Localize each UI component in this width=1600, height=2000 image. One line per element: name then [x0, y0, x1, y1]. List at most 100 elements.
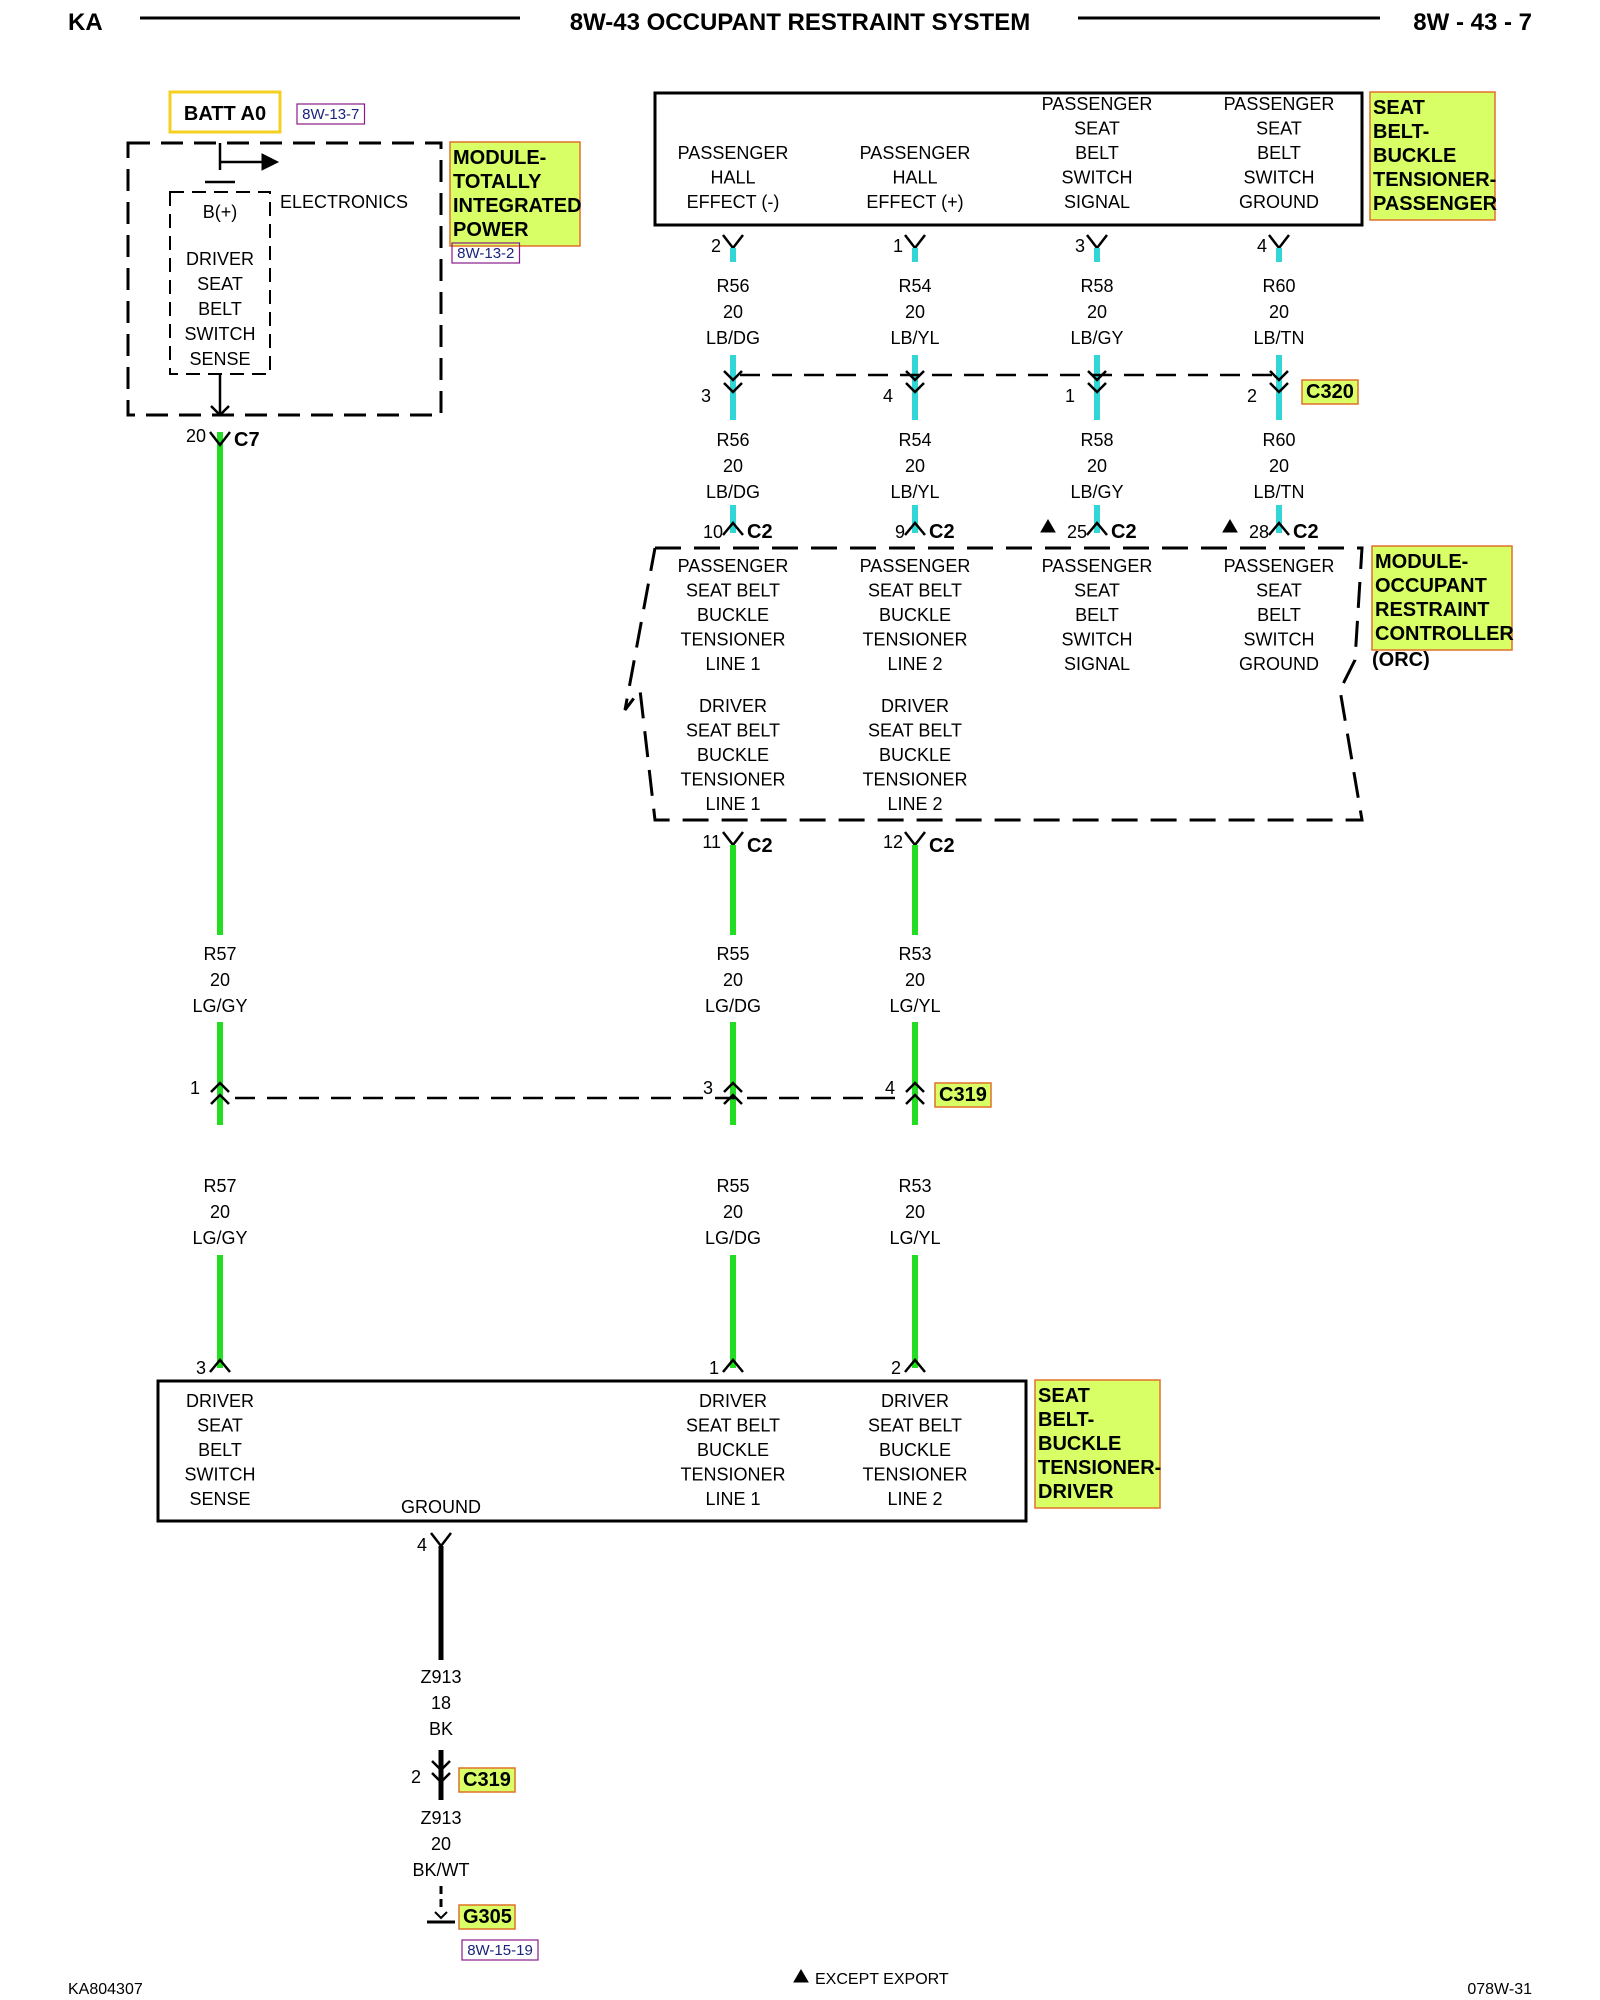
wire-lower-label-0-circuit: R56: [716, 430, 749, 450]
wire-lower-label-2-color: LB/GY: [1070, 482, 1123, 502]
passenger-tensioner-name-highlight: [1369, 91, 1496, 221]
ground-symbol-icon: [434, 1911, 448, 1920]
wire-lower-a-2-color: LG/YL: [889, 996, 940, 1016]
driver-tensioner-name-line: TENSIONER-: [1038, 1457, 1161, 1479]
wire-upper-label-1-gauge: 20: [905, 302, 925, 322]
orc-pass-func-0-line: LINE 1: [705, 654, 760, 674]
passenger-tensioner-func-0-line: EFFECT (-): [687, 192, 780, 212]
driver-tensioner-name-highlight: [1034, 1379, 1161, 1509]
passenger-tensioner-name-line: SEAT: [1373, 97, 1425, 119]
wire-lower-label-3-color: LB/TN: [1253, 482, 1304, 502]
driver-tensioner-name-line: DRIVER: [1038, 1481, 1114, 1503]
driver-tensioner-pin-0: 3: [196, 1358, 206, 1378]
wire-lower-b-0-color: LG/GY: [192, 1228, 247, 1248]
batt-ref-box: [296, 103, 366, 125]
passenger-tensioner-func-3-line: PASSENGER: [1224, 94, 1335, 114]
wire-lower-label-1-gauge: 20: [905, 456, 925, 476]
passenger-tensioner-func-0-line: HALL: [710, 168, 755, 188]
wire-upper-label-3-color: LB/TN: [1253, 328, 1304, 348]
orc-name-line: RESTRAINT: [1375, 599, 1489, 621]
orc-driver-func-0-line: SEAT BELT: [686, 721, 780, 741]
tipm-sense-line: SWITCH: [185, 324, 256, 344]
driver-tensioner-name-line: BELT-: [1038, 1409, 1094, 1431]
driver-tensioner-func-2-line: TENSIONER: [862, 1465, 967, 1485]
orc-pass-func-1-line: TENSIONER: [862, 630, 967, 650]
driver-tensioner-func-2-line: BUCKLE: [879, 1440, 951, 1460]
wire-lower-b-2-circuit: R53: [898, 1176, 931, 1196]
wire-upper-label-1-circuit: R54: [898, 276, 931, 296]
tipm-name-line: POWER: [453, 219, 529, 241]
driver-tensioner-pin-mark: [722, 1358, 744, 1373]
tipm-module-outline: [126, 141, 443, 417]
c319-label-highlight: [934, 1082, 992, 1108]
orc-pass-func-0-line: SEAT BELT: [686, 581, 780, 601]
footer-right: 078W-31: [1467, 1981, 1532, 1998]
orc-driver-func-0-line: BUCKLE: [697, 745, 769, 765]
orc-bottom-connector-1: C2: [929, 835, 955, 857]
c320-label-highlight: [1301, 379, 1359, 405]
passenger-tensioner-pin-mark: [1086, 234, 1108, 251]
wire-z913-upper-label-color: BK: [429, 1719, 453, 1739]
c319-chevron-a: [723, 1081, 743, 1093]
driver-tensioner-func-1-line: SEAT BELT: [686, 1416, 780, 1436]
orc-pin-3: 28: [1249, 522, 1269, 542]
passenger-tensioner-name-line: TENSIONER-: [1373, 169, 1496, 191]
wire-lower-label-2-circuit: R58: [1080, 430, 1113, 450]
orc-pass-func-2-line: SWITCH: [1062, 630, 1133, 650]
driver-tensioner-pin-1: 1: [709, 1358, 719, 1378]
wire-lower-a-1-color: LG/DG: [705, 996, 761, 1016]
driver-tensioner-func-0-line: SEAT: [197, 1416, 243, 1436]
header-right: 8W - 43 - 7: [1413, 9, 1532, 36]
orc-driver-func-1-line: TENSIONER: [862, 770, 967, 790]
footer-note: EXCEPT EXPORT: [815, 1971, 949, 1988]
wire-upper-label-2-gauge: 20: [1087, 302, 1107, 322]
wire-lower-b-2-gauge: 20: [905, 1202, 925, 1222]
footer-left: KA804307: [68, 1981, 143, 1998]
wire-z913-lower-label-color: BK/WT: [413, 1860, 470, 1880]
wire-lower-a-0-color: LG/GY: [192, 996, 247, 1016]
wire-lower-label-1-color: LB/YL: [890, 482, 939, 502]
wire-lower-a-0-gauge: 20: [210, 970, 230, 990]
passenger-tensioner-func-1-line: PASSENGER: [860, 143, 971, 163]
orc-pin-0: 10: [703, 522, 723, 542]
driver-tensioner-func-0-line: SENSE: [189, 1489, 250, 1509]
c320-chevron-b: [1269, 382, 1289, 394]
driver-tensioner-func-1-line: BUCKLE: [697, 1440, 769, 1460]
batt-a0-box: [168, 90, 282, 134]
orc-name-line: CONTROLLER: [1375, 623, 1514, 645]
batt-a0-label: BATT A0: [184, 103, 266, 125]
orc-connector-2: C2: [1111, 521, 1137, 543]
passenger-tensioner-func-3-line: BELT: [1257, 143, 1301, 163]
wire-lower-a-0-circuit: R57: [203, 944, 236, 964]
tipm-sense-line: DRIVER: [186, 249, 254, 269]
passenger-tensioner-func-2-line: BELT: [1075, 143, 1119, 163]
wire-z913-lower-label-circuit: Z913: [420, 1808, 461, 1828]
wire-z913-upper-label-gauge: 18: [431, 1693, 451, 1713]
orc-pass-func-2-line: PASSENGER: [1042, 556, 1153, 576]
tipm-electronics: ELECTRONICS: [280, 192, 408, 212]
driver-tensioner-ground-pin: 4: [417, 1535, 427, 1555]
orc-driver-func-1-line: LINE 2: [887, 794, 942, 814]
orc-pass-func-2-line: SIGNAL: [1064, 654, 1130, 674]
driver-tensioner-func-1-line: DRIVER: [699, 1391, 767, 1411]
orc-pass-func-3-line: SEAT: [1256, 581, 1302, 601]
driver-tensioner-func-1-line: TENSIONER: [680, 1465, 785, 1485]
orc-pass-func-1-line: LINE 2: [887, 654, 942, 674]
wire-lower-b-1-color: LG/DG: [705, 1228, 761, 1248]
c320-chevron-a: [1269, 370, 1289, 382]
wire-lower-b-1-gauge: 20: [723, 1202, 743, 1222]
c320-pin-1: 4: [883, 386, 893, 406]
orc-driver-func-1-line: DRIVER: [881, 696, 949, 716]
driver-tensioner-func-0-line: SWITCH: [185, 1465, 256, 1485]
wire-upper-label-2-circuit: R58: [1080, 276, 1113, 296]
ground-ref: 8W-15-19: [467, 1942, 533, 1959]
driver-tensioner-func-1-line: LINE 1: [705, 1489, 760, 1509]
ground-c319-pin: 2: [411, 1767, 421, 1787]
passenger-tensioner-name-line: PASSENGER: [1373, 193, 1498, 215]
c320-label: C320: [1306, 381, 1354, 403]
passenger-tensioner-func-3-line: SEAT: [1256, 119, 1302, 139]
orc-bottom-pin-1: 12: [883, 832, 903, 852]
wire-z913-lower-label-gauge: 20: [431, 1834, 451, 1854]
c319-chevron-b: [210, 1093, 230, 1105]
orc-connector-3: C2: [1293, 521, 1319, 543]
